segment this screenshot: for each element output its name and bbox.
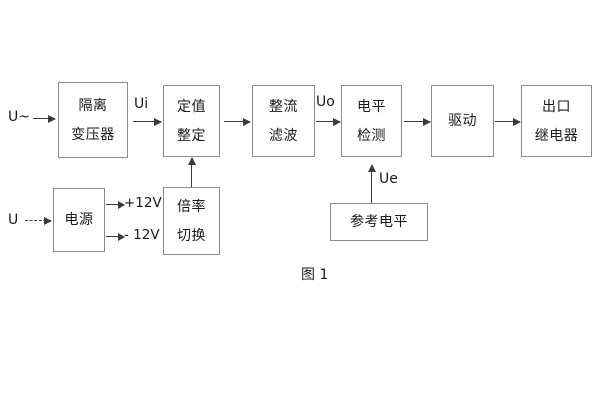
- block-drive: 驱动: [431, 85, 494, 157]
- arrow-reference-level-to-level-detection: [367, 164, 376, 203]
- block-multiplier-switch-line1: 倍率: [177, 198, 206, 215]
- arrow-rail-positive: [106, 201, 125, 209]
- figure-caption: 图 1: [301, 267, 329, 283]
- block-isolation-transformer: 隔离 变压器: [58, 82, 128, 158]
- block-level-detection: 电平 检测: [341, 85, 402, 157]
- block-rectify-filter: 整流 滤波: [252, 85, 315, 157]
- block-multiplier-switch-line2: 切换: [177, 227, 206, 244]
- block-isolation-transformer-line1: 隔离: [78, 97, 108, 114]
- block-power-supply: 电源: [53, 188, 105, 252]
- block-output-relay-line2: 继电器: [534, 127, 579, 144]
- arrow-level-detection-to-drive: [404, 117, 431, 126]
- block-level-detection-line1: 电平: [357, 98, 386, 115]
- arrow-drive-to-output-relay: [495, 117, 521, 126]
- block-output-relay: 出口 继电器: [521, 85, 592, 157]
- block-multiplier-switch: 倍率 切换: [163, 187, 220, 255]
- block-setpoint-adjust: 定值 整定: [163, 85, 220, 157]
- block-rectify-filter-line1: 整流: [269, 98, 298, 115]
- block-output-relay-line1: 出口: [542, 98, 571, 115]
- uo-signal-label: Uo: [316, 94, 335, 110]
- block-reference-level: 参考电平: [330, 203, 428, 241]
- block-setpoint-adjust-line1: 定值: [177, 98, 206, 115]
- block-power-supply-line1: 电源: [64, 212, 94, 228]
- ue-signal-label: Ue: [379, 171, 398, 187]
- arrow-multiplier-switch-to-setpoint: [187, 157, 196, 187]
- arrow-rectify-filter-to-level-detection: [316, 117, 341, 126]
- ui-signal-label: Ui: [134, 96, 149, 112]
- rail-negative-label: - 12V: [124, 227, 160, 243]
- block-setpoint-adjust-line2: 整定: [177, 127, 206, 144]
- block-reference-level-line1: 参考电平: [350, 214, 408, 230]
- arrow-ac-input-to-isolation-transformer: [33, 114, 56, 123]
- arrow-dc-input-to-power-supply: [25, 216, 52, 225]
- dc-input-label: U: [8, 212, 19, 228]
- block-isolation-transformer-line2: 变压器: [71, 126, 115, 143]
- ac-input-label: U~: [8, 109, 30, 125]
- block-level-detection-line2: 检测: [357, 127, 386, 144]
- arrow-isolation-transformer-to-setpoint: [133, 117, 162, 126]
- rail-positive-label: +12V: [124, 195, 162, 211]
- block-drive-line1: 驱动: [448, 113, 477, 129]
- arrow-setpoint-to-rectify-filter: [224, 117, 251, 126]
- arrow-rail-negative: [106, 233, 125, 241]
- block-rectify-filter-line2: 滤波: [269, 127, 298, 144]
